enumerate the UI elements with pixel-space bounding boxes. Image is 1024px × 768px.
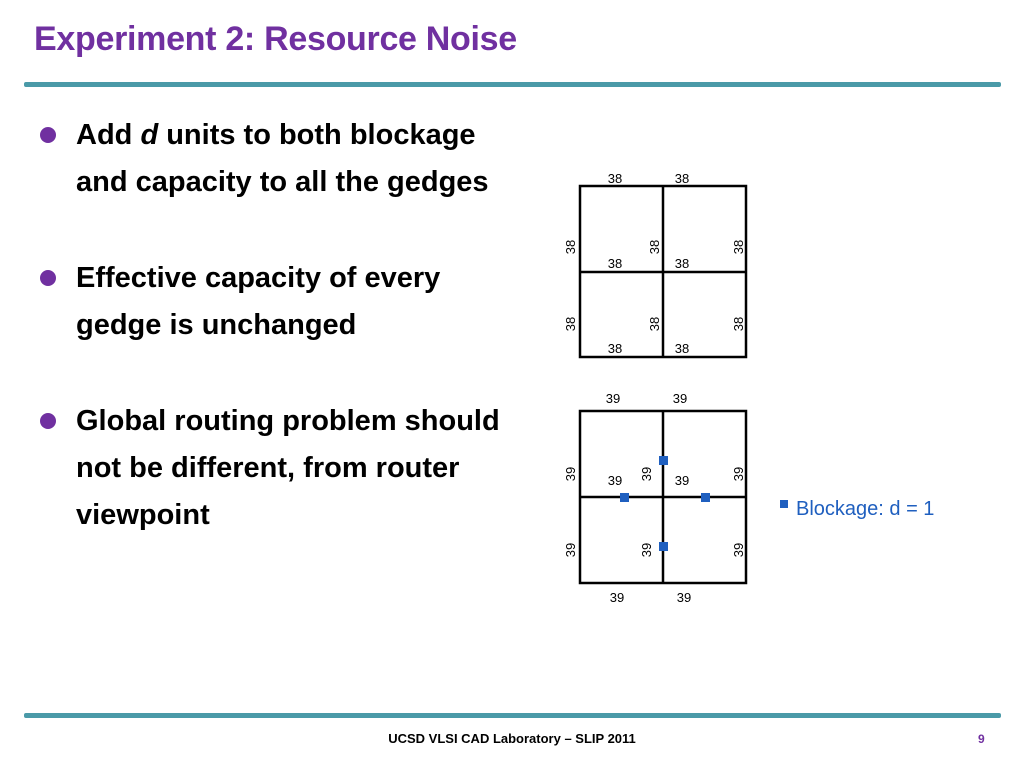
bullet-dot-icon bbox=[40, 127, 56, 143]
bullet-text-post: units to both blockage and capacity to a… bbox=[76, 119, 489, 198]
blockage-square bbox=[701, 493, 710, 502]
gedge-label: 38 bbox=[608, 341, 622, 356]
gedge-label: 38 bbox=[675, 341, 689, 356]
gedge-label: 39 bbox=[606, 391, 620, 406]
gedge-label: 38 bbox=[608, 171, 622, 186]
slide-title: Experiment 2: Resource Noise bbox=[34, 20, 517, 58]
gedge-label: 39 bbox=[731, 543, 746, 557]
top-divider bbox=[24, 82, 1001, 87]
bullet-list: Add d units to both blockage and capacit… bbox=[40, 112, 520, 588]
blockage-square bbox=[659, 542, 668, 551]
bullet-item: Add d units to both blockage and capacit… bbox=[40, 112, 520, 206]
gedge-label: 39 bbox=[608, 473, 622, 488]
bullet-item: Effective capacity of every gedge is unc… bbox=[40, 255, 520, 349]
bullet-text-em: d bbox=[140, 119, 159, 151]
gedge-label: 39 bbox=[639, 467, 654, 481]
gedge-label: 38 bbox=[563, 240, 578, 254]
blockage-markers bbox=[620, 456, 710, 551]
bullet-text-pre: Add bbox=[76, 119, 141, 151]
gedge-label: 38 bbox=[647, 317, 662, 331]
legend-label: Blockage: d = 1 bbox=[796, 498, 935, 520]
gedge-label: 38 bbox=[731, 240, 746, 254]
blockage-square bbox=[659, 456, 668, 465]
blockage-legend: Blockage: d = 1 bbox=[780, 498, 934, 521]
bottom-divider bbox=[24, 713, 1001, 718]
bullet-dot-icon bbox=[40, 413, 56, 429]
gedge-label: 39 bbox=[673, 391, 687, 406]
grid-top bbox=[578, 184, 748, 359]
blockage-square bbox=[620, 493, 629, 502]
gedge-label: 39 bbox=[610, 590, 624, 605]
gedge-label: 39 bbox=[677, 590, 691, 605]
bullet-text: Effective capacity of every gedge is unc… bbox=[76, 262, 441, 341]
grid-bottom bbox=[578, 409, 748, 585]
grid-top-labels: 38 38 38 38 38 38 38 38 38 38 38 38 bbox=[563, 171, 746, 356]
gedge-label: 39 bbox=[639, 543, 654, 557]
gedge-label: 38 bbox=[675, 256, 689, 271]
bullet-dot-icon bbox=[40, 270, 56, 286]
gedge-label: 39 bbox=[731, 467, 746, 481]
gedge-label: 39 bbox=[563, 467, 578, 481]
page-number: 9 bbox=[978, 732, 985, 746]
gedge-label: 39 bbox=[563, 543, 578, 557]
gedge-label: 38 bbox=[608, 256, 622, 271]
grid-bottom-labels: 39 39 39 39 39 39 39 39 39 39 39 39 bbox=[563, 391, 746, 605]
gedge-label: 38 bbox=[731, 317, 746, 331]
bullet-text: Global routing problem should not be dif… bbox=[76, 405, 500, 531]
bullet-item: Global routing problem should not be dif… bbox=[40, 398, 520, 539]
gedge-label: 38 bbox=[647, 240, 662, 254]
footer-text: UCSD VLSI CAD Laboratory – SLIP 2011 bbox=[388, 731, 636, 746]
blockage-square-icon bbox=[780, 500, 788, 508]
gedge-label: 38 bbox=[675, 171, 689, 186]
gedge-label: 38 bbox=[563, 317, 578, 331]
gedge-label: 39 bbox=[675, 473, 689, 488]
